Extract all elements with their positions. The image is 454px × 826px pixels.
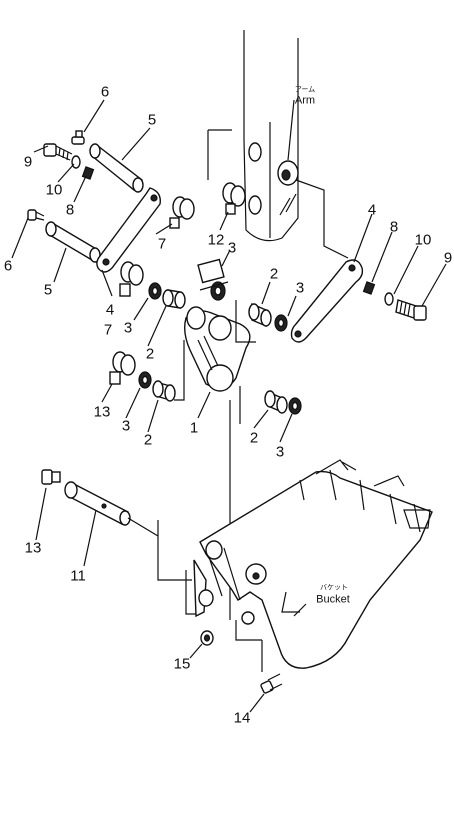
nut-15 xyxy=(200,630,214,646)
plate-8-right xyxy=(362,281,376,295)
bucket xyxy=(193,459,433,669)
bolt-9-right xyxy=(395,299,427,321)
grease-fitting-6-lower xyxy=(27,209,45,221)
arm-label-en: Arm xyxy=(294,94,316,107)
link-4-right xyxy=(290,259,364,343)
pin-5-lower xyxy=(45,221,101,263)
washer-10-left xyxy=(71,155,81,169)
bolt-14 xyxy=(260,673,283,694)
part-label-15: 15 xyxy=(173,655,191,673)
part-label-11: 11 xyxy=(70,567,86,585)
pin-11 xyxy=(64,481,131,526)
part-label-8: 8 xyxy=(65,201,75,219)
bushing-2-b xyxy=(152,380,176,402)
bucket-label-en: Bucket xyxy=(316,593,350,606)
part-label-5: 5 xyxy=(147,111,157,129)
bushing-2-a xyxy=(162,289,186,309)
seal-3-a xyxy=(148,282,162,300)
part-label-4: 4 xyxy=(105,301,115,319)
seal-3-e xyxy=(288,397,302,415)
part-label-3: 3 xyxy=(123,319,133,337)
guide-line-arm-left xyxy=(207,129,232,180)
guide-box-left xyxy=(174,340,185,401)
part-label-5: 5 xyxy=(43,281,53,299)
pin-5-upper xyxy=(89,143,144,193)
bushing-2-c xyxy=(248,302,272,328)
part-label-13: 12 xyxy=(207,231,225,249)
shim-7 xyxy=(119,261,144,297)
washer-10-right xyxy=(384,292,394,306)
part-label-2: 2 xyxy=(143,431,153,449)
part-label-9: 9 xyxy=(443,249,453,267)
shim-13-lower xyxy=(109,351,136,385)
part-label-7: 7 xyxy=(157,235,167,253)
part-label-10: 10 xyxy=(414,231,432,249)
guide-line-center xyxy=(199,281,229,291)
guide-line-bucket xyxy=(185,570,263,650)
shim-block-3 xyxy=(197,258,225,284)
grease-fitting-12 xyxy=(41,469,61,485)
shim-13-upper-right xyxy=(222,182,246,215)
part-label-6: 6 xyxy=(100,83,110,101)
bushing-2-d xyxy=(264,390,288,414)
part-label-3: 3 xyxy=(295,279,305,297)
part-label-13: 13 xyxy=(93,403,111,421)
seal-3-d xyxy=(274,314,288,332)
shim-13-upper xyxy=(169,196,195,229)
plate-8-left xyxy=(81,166,95,180)
link-4-left xyxy=(96,187,161,273)
bracket-1 xyxy=(183,306,251,392)
leader-lines xyxy=(11,99,447,713)
bolt-9-left xyxy=(43,143,73,161)
arm-label-jp: アーム xyxy=(294,86,316,94)
guide-line-arm-right xyxy=(295,179,349,259)
part-label-12: 13 xyxy=(24,539,42,557)
grease-fitting-6-upper xyxy=(71,130,85,145)
part-label-4: 4 xyxy=(367,201,377,219)
guide-box-right xyxy=(235,300,256,424)
part-label-6: 6 xyxy=(3,257,13,275)
part-label-7: 7 xyxy=(103,321,113,339)
bucket-label-jp: バケット xyxy=(320,584,348,592)
part-label-9: 9 xyxy=(23,153,33,171)
seal-3-b xyxy=(138,371,152,389)
part-label-10: 10 xyxy=(45,181,63,199)
part-label-3: 3 xyxy=(227,239,237,257)
part-label-14: 14 xyxy=(233,709,251,727)
arm-part xyxy=(243,30,299,242)
part-label-2: 2 xyxy=(249,429,259,447)
part-label-2: 2 xyxy=(269,265,279,283)
part-label-1: 1 xyxy=(189,419,199,437)
guide-line-pin xyxy=(127,517,192,581)
part-label-2: 2 xyxy=(145,345,155,363)
seal-3-c xyxy=(210,281,226,301)
part-label-3: 3 xyxy=(121,417,131,435)
part-label-3: 3 xyxy=(275,443,285,461)
part-label-8: 8 xyxy=(389,218,399,236)
